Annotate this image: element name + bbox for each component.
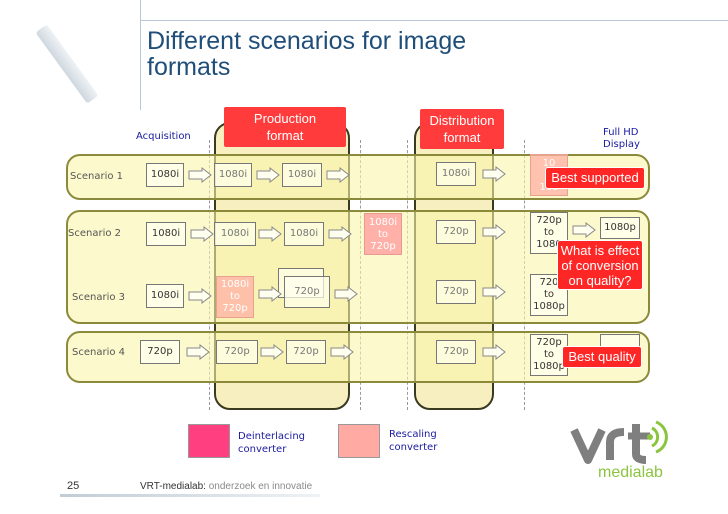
arrow-icon <box>188 288 212 304</box>
s4-conv-line-1: 720p <box>536 337 562 348</box>
s4-conv-line-3: 1080p <box>533 361 565 372</box>
fullhd-header: Full HD Display <box>603 127 640 151</box>
page-number: 25 <box>67 480 80 492</box>
s4-conv-line-2: to <box>543 349 555 360</box>
s2-conv-line-1: 720p <box>536 215 562 226</box>
s2-production-box-1: 1080i <box>214 222 256 246</box>
production-header-line-2: format <box>266 128 304 143</box>
s4-production-box-1: 720p <box>216 340 258 364</box>
callout-effect-line-3: on quality? <box>568 273 632 288</box>
callout-effect-line-2: of conversion <box>561 258 639 273</box>
fullhd-header-line-1: Full HD <box>603 127 639 138</box>
s3-rescale-box: 1080i to 720p <box>216 276 254 318</box>
callout-effect-line-1: What is effect <box>560 243 640 258</box>
s1-production-box-1: 1080i <box>214 163 252 187</box>
arrow-icon <box>256 167 280 183</box>
s3-production-box-2: 720p <box>284 276 330 308</box>
s1-distribution-box: 1080i <box>436 162 476 186</box>
s2-display-box: 1080p <box>600 217 640 239</box>
scenario-label-1: Scenario 1 <box>70 171 124 182</box>
arrow-icon <box>330 344 354 360</box>
legend-rescaling-label: Rescaling converter <box>389 428 437 454</box>
legend-rescaling-swatch <box>338 424 380 458</box>
legend-resc-line-1: Rescaling <box>389 429 437 440</box>
s3-rescale-line-3: 720p <box>222 303 248 314</box>
callout-effect-of-conversion: What is effect of conversion on quality? <box>557 240 643 290</box>
arrow-icon <box>258 286 282 302</box>
arrow-icon <box>260 344 284 360</box>
s2-distribution-box: 720p <box>436 220 476 244</box>
s4-distribution-box: 720p <box>436 340 476 364</box>
arrow-icon <box>482 224 506 240</box>
logo-graphic-icon <box>570 420 668 464</box>
footer-brand: VRT-medialab: onderzoek en innovatie <box>140 481 312 492</box>
s4-acquisition-box: 720p <box>140 340 180 364</box>
footer-rule <box>60 494 320 497</box>
arrow-icon <box>334 286 358 302</box>
s2-conv-line-2: to <box>543 227 555 238</box>
s4-production-box-2: 720p <box>286 340 326 364</box>
s2-acquisition-box: 1080i <box>146 222 186 246</box>
distribution-header: Distribution format <box>420 109 504 149</box>
title-line-2: formats <box>147 53 231 81</box>
acquisition-header: Acquisition <box>136 131 191 142</box>
scenario-label-3: Scenario 3 <box>72 292 126 303</box>
s1-conv-line-1: 10 <box>542 158 556 169</box>
s2-rescale-line-2: to <box>377 229 389 240</box>
page-title: Different scenarios for image formats <box>147 28 567 80</box>
callout-best-supported: Best supported <box>545 167 645 189</box>
logo-sub-text: medialab <box>598 464 663 481</box>
legend-deinterlacing-label: Deinterlacing converter <box>238 430 305 456</box>
vrt-medialab-logo: medialab <box>570 420 700 490</box>
s2-rescale-box: 1080i to 720p <box>364 213 402 255</box>
s3-acquisition-box: 1080i <box>146 284 184 308</box>
scenario-label-2: Scenario 2 <box>68 228 122 239</box>
arrow-icon <box>190 226 214 242</box>
footer-tagline: onderzoek en innovatie <box>208 481 313 492</box>
arrow-icon <box>482 284 506 300</box>
s3-conv-line-3: 1080p <box>533 301 565 312</box>
s2-production-box-2: 1080i <box>284 222 324 246</box>
footer-brand-name: VRT-medialab: <box>140 481 206 492</box>
distribution-header-line-1: Distribution <box>429 113 495 128</box>
arrow-icon <box>326 167 350 183</box>
scenario-label-4: Scenario 4 <box>72 347 126 358</box>
s1-acquisition-box: 1080i <box>146 163 184 187</box>
legend-deinterlacing-swatch <box>188 424 230 458</box>
title-vertical-rule <box>140 0 141 110</box>
arrow-icon <box>572 222 596 238</box>
s2-rescale-line-1: 1080i <box>368 217 398 228</box>
production-header-line-1: Production <box>253 111 317 126</box>
arrow-icon <box>258 226 282 242</box>
arrow-icon <box>328 226 352 242</box>
s3-conv-line-2: to <box>543 289 555 300</box>
distribution-header-line-2: format <box>443 130 481 145</box>
arrow-icon <box>482 344 506 360</box>
s3-rescale-line-1: 1080i <box>220 279 250 290</box>
fullhd-header-line-2: Display <box>603 139 640 150</box>
callout-best-quality: Best quality <box>562 346 642 368</box>
legend-deint-line-2: converter <box>238 444 287 455</box>
s3-conv-line-1: 720 <box>539 277 559 288</box>
s3-distribution-box: 720p <box>436 280 476 304</box>
arrow-icon <box>188 167 212 183</box>
s1-production-box-2: 1080i <box>282 163 322 187</box>
arrow-icon <box>482 166 506 182</box>
legend-deint-line-1: Deinterlacing <box>238 431 306 442</box>
legend-resc-line-2: converter <box>389 442 438 453</box>
decor-slash <box>35 24 99 104</box>
arrow-icon <box>186 344 210 360</box>
title-line-1: Different scenarios for image <box>147 27 467 55</box>
s2-conv-line-3: 1080 <box>536 239 562 250</box>
s2-rescale-line-3: 720p <box>370 241 396 252</box>
s3-rescale-line-2: to <box>229 291 241 302</box>
title-rule <box>140 20 728 21</box>
production-header: Production format <box>224 107 346 147</box>
